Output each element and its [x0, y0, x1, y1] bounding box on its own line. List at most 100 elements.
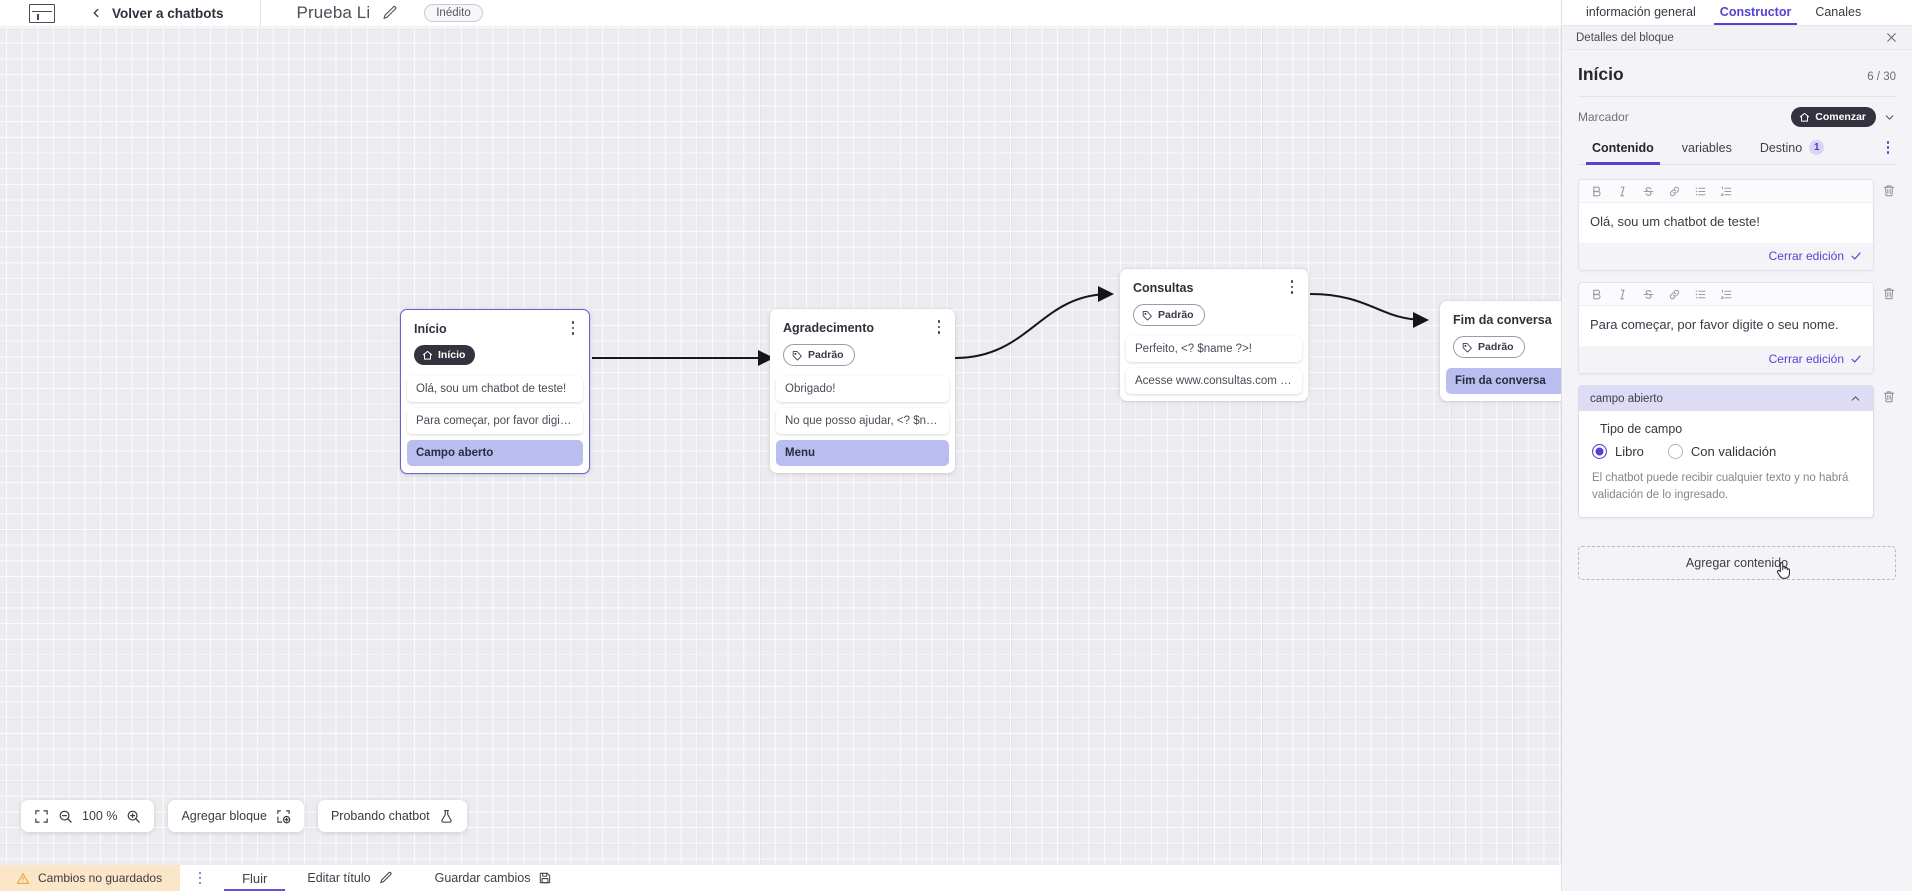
- content-block-field: campo abierto Tipo de campo Libro: [1578, 385, 1896, 518]
- node-badge-label: Padrão: [1478, 341, 1514, 353]
- block-title-row: Início 6 / 30: [1578, 50, 1896, 97]
- editor-toolbar: [1579, 283, 1873, 306]
- radio-dot: [1667, 444, 1683, 459]
- tab-fluir[interactable]: Fluir: [224, 865, 286, 891]
- node-message[interactable]: Olá, sou um chatbot de teste!: [407, 375, 583, 402]
- save-disk-icon: [540, 872, 551, 884]
- bullet-list-icon[interactable]: [1687, 180, 1713, 202]
- italic-icon[interactable]: [1609, 283, 1635, 305]
- rich-text-editor[interactable]: Para começar, por favor digite o seu nom…: [1578, 282, 1874, 374]
- node-badge-label: Padrão: [808, 349, 844, 361]
- italic-icon[interactable]: [1609, 180, 1635, 202]
- top-divider: [259, 0, 261, 26]
- statusbar-kebab-icon[interactable]: [192, 870, 208, 886]
- vtex-logo-icon[interactable]: [27, 0, 57, 26]
- flow-node-fim-da-conversa[interactable]: Fim da conversa Padrão Fim da conversa: [1440, 301, 1561, 401]
- bullet-list-icon[interactable]: [1687, 283, 1713, 305]
- node-title: Início: [414, 322, 447, 336]
- node-body: Olá, sou um chatbot de teste! Para começ…: [401, 375, 589, 473]
- node-action-chip[interactable]: Fim da conversa: [1446, 368, 1561, 394]
- close-icon[interactable]: [1885, 31, 1898, 44]
- flow-node-inicio[interactable]: Início Início Olá, sou um chatbot de tes…: [400, 309, 590, 474]
- block-details-panel: información general Constructor Canales …: [1561, 0, 1912, 891]
- link-icon[interactable]: [1661, 283, 1687, 305]
- node-body: Perfeito, <? $name ?>! Acesse www.consul…: [1120, 336, 1308, 401]
- back-to-chatbots-link[interactable]: Volver a chatbots: [112, 5, 224, 21]
- node-header: Agradecimento: [770, 309, 955, 335]
- tab-constructor[interactable]: Constructor: [1708, 5, 1804, 25]
- numbered-list-icon[interactable]: [1713, 180, 1739, 202]
- node-message[interactable]: Acesse www.consultas.com par...: [1126, 368, 1302, 394]
- tab-contenido[interactable]: Contenido: [1578, 141, 1668, 165]
- marker-control[interactable]: Comenzar: [1791, 107, 1896, 127]
- zoom-out-icon[interactable]: [58, 809, 73, 824]
- content-block: Para começar, por favor digite o seu nom…: [1578, 282, 1896, 374]
- panel-subbar-label: Detalles del bloque: [1576, 31, 1674, 44]
- zoom-controls: 100 %: [21, 800, 155, 832]
- editor-toolbar: [1579, 180, 1873, 203]
- panel-header-area: Início 6 / 30 Marcador Comenzar Contenid…: [1562, 50, 1912, 165]
- node-message[interactable]: Obrigado!: [776, 376, 949, 402]
- node-kebab-icon[interactable]: [566, 320, 580, 336]
- add-block-button[interactable]: Agregar bloque: [168, 800, 304, 832]
- strikethrough-icon[interactable]: [1635, 283, 1661, 305]
- flow-node-agradecimento[interactable]: Agradecimento Padrão Obrigado! No que po…: [770, 309, 955, 473]
- radio-con-validacion[interactable]: Con validación: [1667, 444, 1776, 459]
- add-block-icon: [277, 809, 291, 823]
- add-content-label: Agregar contenido: [1685, 556, 1789, 570]
- bold-icon[interactable]: [1583, 180, 1609, 202]
- close-edit-row[interactable]: Cerrar edición: [1579, 243, 1873, 270]
- strikethrough-icon[interactable]: [1635, 180, 1661, 202]
- node-badge: Padrão: [1453, 336, 1525, 358]
- zoom-in-icon[interactable]: [126, 809, 141, 824]
- node-kebab-icon[interactable]: [932, 319, 946, 335]
- check-icon: [1851, 252, 1861, 260]
- add-content-button[interactable]: Agregar contenido: [1578, 546, 1896, 580]
- content-tabs: Contenido variables Destino 1: [1578, 136, 1896, 165]
- chevron-up-icon[interactable]: [1849, 392, 1862, 405]
- node-action-chip[interactable]: Campo aberto: [407, 439, 583, 466]
- pencil-icon[interactable]: [382, 5, 398, 21]
- node-badge-row: Início: [401, 336, 589, 376]
- node-action-chip[interactable]: Menu: [776, 440, 949, 466]
- edit-title-button[interactable]: Editar título: [307, 871, 392, 885]
- bold-icon[interactable]: [1583, 283, 1609, 305]
- chevron-down-icon[interactable]: [1883, 111, 1896, 124]
- rich-text-editor[interactable]: Olá, sou um chatbot de teste! Cerrar edi…: [1578, 179, 1874, 271]
- node-badge: Início: [414, 345, 476, 365]
- open-field-header[interactable]: campo abierto: [1579, 386, 1873, 411]
- node-message[interactable]: No que posso ajudar, <? $name ...: [776, 408, 949, 434]
- editor-text[interactable]: Olá, sou um chatbot de teste!: [1579, 203, 1873, 243]
- numbered-list-icon[interactable]: [1713, 283, 1739, 305]
- radio-libro[interactable]: Libro: [1592, 444, 1644, 459]
- node-kebab-icon[interactable]: [1285, 279, 1299, 295]
- tab-destino[interactable]: Destino 1: [1746, 140, 1838, 164]
- test-chatbot-button[interactable]: Probando chatbot: [317, 800, 467, 832]
- tab-variables[interactable]: variables: [1668, 141, 1746, 164]
- tab-canales[interactable]: Canales: [1815, 5, 1862, 19]
- tab-informacion-general[interactable]: información general: [1586, 5, 1696, 19]
- panel-tabs: información general Constructor Canales: [1562, 0, 1912, 26]
- panel-kebab-icon[interactable]: [1880, 140, 1896, 155]
- save-changes-button[interactable]: Guardar cambios: [435, 871, 553, 885]
- tab-variables-label: variables: [1681, 140, 1732, 155]
- link-icon[interactable]: [1661, 180, 1687, 202]
- content-blocks: Olá, sou um chatbot de teste! Cerrar edi…: [1562, 165, 1912, 529]
- trash-icon[interactable]: [1882, 389, 1896, 404]
- open-field-card[interactable]: campo abierto Tipo de campo Libro: [1578, 385, 1874, 518]
- node-message[interactable]: Perfeito, <? $name ?>!: [1126, 336, 1302, 362]
- trash-icon[interactable]: [1882, 183, 1896, 198]
- trash-icon[interactable]: [1882, 286, 1896, 301]
- flow-node-consultas[interactable]: Consultas Padrão Perfeito, <? $name ?>! …: [1120, 269, 1308, 401]
- test-chatbot-label: Probando chatbot: [330, 809, 430, 823]
- back-chevron-icon[interactable]: [89, 6, 103, 20]
- node-message[interactable]: Para começar, por favor digite o ...: [407, 407, 583, 434]
- editor-text[interactable]: Para começar, por favor digite o seu nom…: [1579, 306, 1873, 346]
- close-edit-row[interactable]: Cerrar edición: [1579, 346, 1873, 373]
- node-badge-row: Padrão: [1440, 327, 1561, 368]
- content-block: Olá, sou um chatbot de teste! Cerrar edi…: [1578, 179, 1896, 271]
- marker-badge[interactable]: Comenzar: [1791, 107, 1876, 127]
- flow-canvas[interactable]: Início Início Olá, sou um chatbot de tes…: [0, 26, 1561, 864]
- fit-screen-icon[interactable]: [34, 809, 49, 824]
- node-badge: Padrão: [783, 344, 855, 366]
